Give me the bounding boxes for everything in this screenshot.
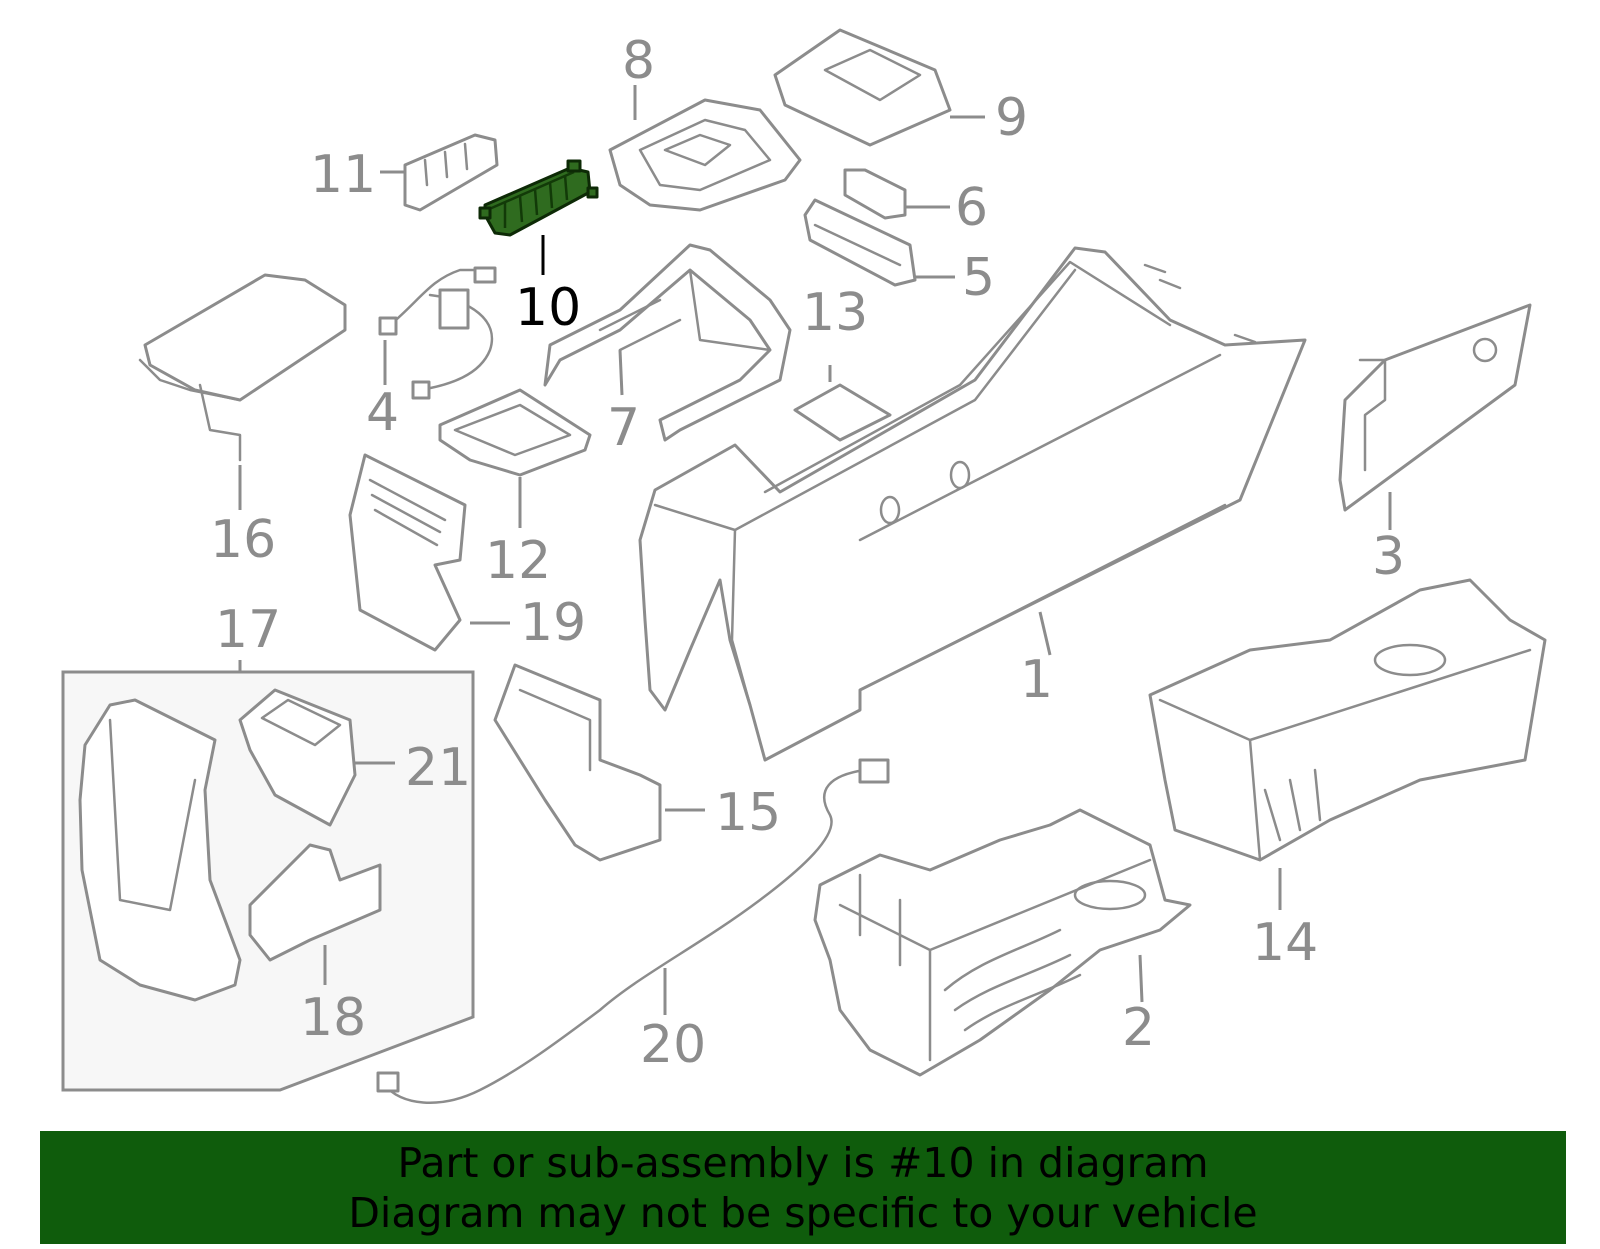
callout-labels: 1 2 3 4 5 6 7 8 9 10 11 12 13 14 15 16 1…: [210, 31, 1405, 1075]
callout-20: 20: [640, 1015, 706, 1075]
part-19-vent[interactable]: [348, 453, 467, 652]
callout-7: 7: [607, 398, 640, 458]
part-8-shifter-bezel[interactable]: [608, 98, 802, 212]
callout-5: 5: [962, 248, 995, 308]
part-16-armrest-lid[interactable]: [138, 273, 347, 462]
part-15-rear-trim[interactable]: [493, 663, 662, 862]
leader-lines: [238, 85, 1392, 1015]
callout-15: 15: [715, 783, 781, 843]
callout-8: 8: [622, 31, 655, 91]
info-banner: Part or sub-assembly is #10 in diagram D…: [40, 1131, 1566, 1244]
part-3-side-panel[interactable]: [1338, 303, 1532, 512]
callout-13: 13: [802, 283, 868, 343]
part-5-switch-bezel[interactable]: [803, 198, 917, 287]
callout-6: 6: [955, 178, 988, 238]
part-13-mat[interactable]: [793, 383, 892, 442]
callout-18: 18: [300, 988, 366, 1048]
callout-4: 4: [366, 383, 399, 443]
part-6-small-switch[interactable]: [843, 168, 907, 220]
part-20-cable[interactable]: [376, 758, 890, 1104]
banner-line-1: Part or sub-assembly is #10 in diagram: [397, 1138, 1209, 1187]
callout-12: 12: [485, 531, 551, 591]
part-7-console-frame[interactable]: [543, 243, 792, 442]
part-14-storage-bin[interactable]: [1148, 578, 1547, 862]
callout-2: 2: [1122, 998, 1155, 1058]
callout-21: 21: [405, 738, 471, 798]
callout-3: 3: [1372, 527, 1405, 587]
part-2-lower-bracket[interactable]: [813, 808, 1192, 1077]
part-1-console-body[interactable]: [638, 246, 1307, 762]
part-4-wiring-harness[interactable]: [378, 266, 497, 400]
callout-10: 10: [515, 278, 581, 338]
callout-19: 19: [520, 593, 586, 653]
callout-1: 1: [1020, 650, 1053, 710]
callout-14: 14: [1252, 913, 1318, 973]
callout-16: 16: [210, 510, 276, 570]
part-9-upper-trim[interactable]: [773, 28, 952, 147]
callout-11: 11: [310, 145, 376, 205]
callout-17: 17: [215, 600, 281, 660]
callout-9: 9: [995, 88, 1028, 148]
part-17-inset: [61, 670, 475, 1092]
part-12-tray[interactable]: [438, 388, 592, 477]
part-11-switch[interactable]: [403, 133, 499, 212]
banner-line-2: Diagram may not be specific to your vehi…: [348, 1188, 1258, 1237]
part-10-switch-assembly[interactable]: [478, 159, 599, 237]
